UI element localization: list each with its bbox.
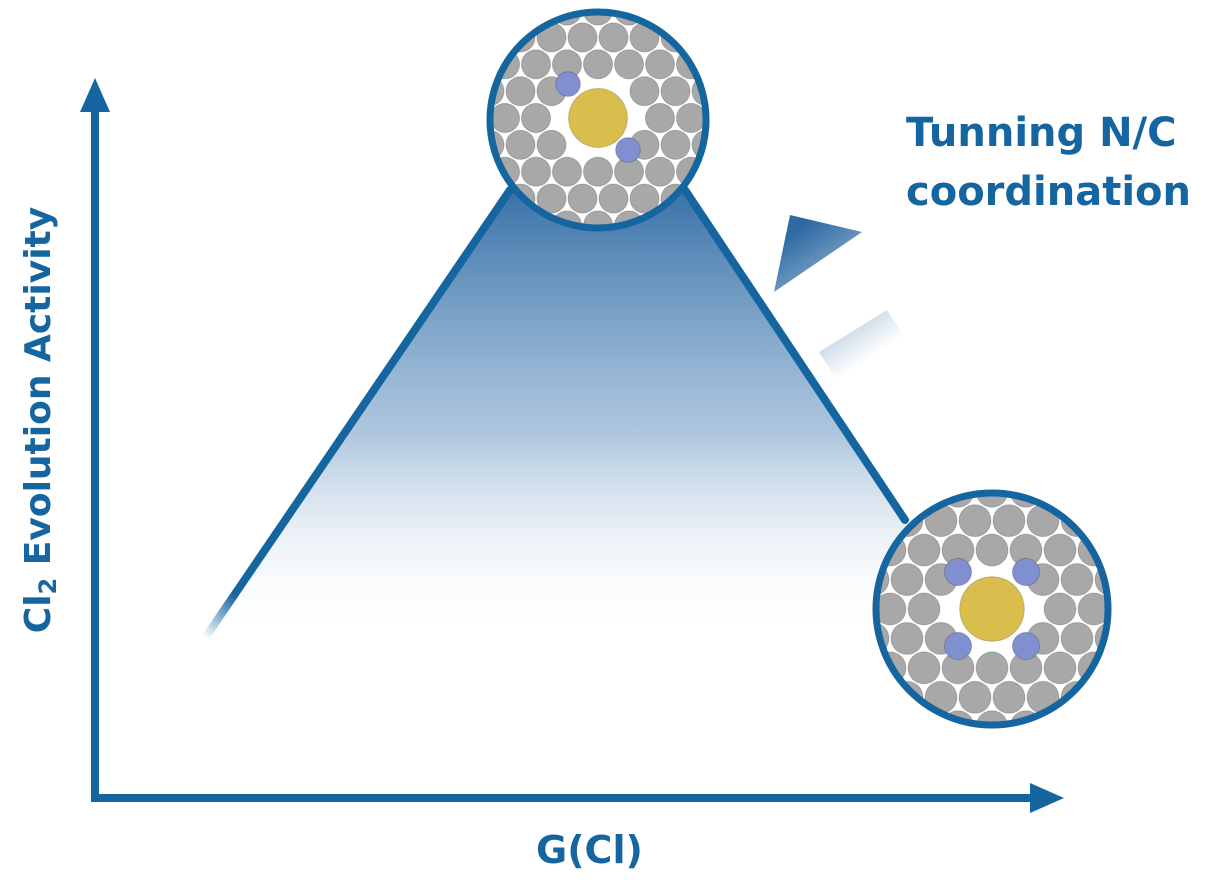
- y-axis-label: Cl2 Evolution Activity: [18, 206, 62, 634]
- carbon-atom: [567, 183, 598, 214]
- carbon-atom: [992, 504, 1026, 538]
- nitrogen-atom: [555, 71, 581, 97]
- carbon-atom: [876, 592, 907, 626]
- tuning-annotation: Tunning N/C coordination: [906, 104, 1191, 222]
- carbon-atom: [975, 493, 1009, 508]
- carbon-atom: [959, 446, 991, 478]
- carbon-atom: [490, 22, 505, 53]
- carbon-atom: [536, 129, 567, 160]
- carbon-atom: [536, 183, 567, 214]
- carbon-atom: [975, 533, 1009, 567]
- carbon-atom: [707, 157, 736, 186]
- carbon-atom: [551, 156, 583, 187]
- carbon-atom: [707, 50, 736, 79]
- tuning-arrow: [774, 215, 905, 380]
- carbon-atom: [958, 680, 992, 714]
- nitrogen-atom: [943, 631, 973, 661]
- tuning-annotation-line-1: Tunning N/C: [906, 110, 1177, 156]
- carbon-atom: [958, 504, 992, 538]
- carbon-atom: [660, 129, 691, 160]
- carbon-atom: [567, 22, 598, 53]
- nitrogen-atom: [943, 557, 973, 587]
- carbon-atom: [1043, 493, 1077, 508]
- carbon-atom: [993, 446, 1025, 478]
- carbon-atom: [505, 129, 536, 160]
- right-structure-inset: [840, 446, 1144, 772]
- carbon-atom: [907, 651, 941, 685]
- carbon-atom: [1112, 534, 1144, 566]
- volcano-right-branch: [681, 186, 909, 524]
- nitrogen-atom: [1011, 631, 1041, 661]
- x-axis-label: G(Cl): [536, 828, 643, 872]
- carbon-atom: [840, 652, 872, 684]
- carbon-atom: [1043, 710, 1077, 725]
- carbon-atom: [975, 651, 1009, 685]
- carbon-atom: [1060, 621, 1094, 655]
- carbon-atom: [907, 533, 941, 567]
- carbon-atom: [1043, 592, 1077, 626]
- volcano-fill: [205, 190, 905, 638]
- carbon-atom: [907, 592, 941, 626]
- carbon-atom: [520, 49, 552, 80]
- carbon-atom: [582, 49, 614, 80]
- metal-atom: [959, 576, 1025, 642]
- carbon-atom: [505, 76, 536, 107]
- carbon-atom: [1112, 593, 1144, 625]
- x-axis-arrowhead: [1030, 783, 1064, 813]
- carbon-atom: [975, 710, 1009, 725]
- carbon-atom: [675, 102, 706, 134]
- carbon-atom: [890, 621, 924, 655]
- x-axis: [91, 783, 1064, 813]
- carbon-atom: [644, 156, 676, 187]
- carbon-atom: [490, 102, 521, 134]
- carbon-atom: [629, 183, 660, 214]
- carbon-atom: [1043, 651, 1077, 685]
- metal-atom: [568, 88, 628, 148]
- carbon-atom: [993, 740, 1025, 772]
- carbon-atom: [1094, 504, 1108, 538]
- carbon-atom: [1043, 533, 1077, 567]
- carbon-atom: [691, 22, 706, 53]
- tuning-annotation-line-2: coordination: [906, 169, 1191, 216]
- y-axis-arrowhead: [80, 78, 110, 112]
- carbon-atom: [613, 49, 645, 80]
- carbon-atom: [582, 12, 614, 26]
- carbon-atom: [1077, 592, 1108, 626]
- carbon-atom: [644, 49, 676, 80]
- carbon-atom: [707, 103, 736, 132]
- volcano-left-branch: [201, 186, 514, 642]
- y-axis: [80, 78, 110, 802]
- carbon-atom: [520, 102, 552, 134]
- carbon-atom: [992, 680, 1026, 714]
- carbon-atom: [644, 102, 676, 134]
- carbon-atom: [598, 183, 629, 214]
- carbon-atom: [459, 157, 488, 186]
- carbon-atom: [629, 76, 660, 107]
- carbon-atom: [459, 50, 488, 79]
- carbon-atom: [876, 680, 890, 714]
- carbon-atom: [520, 156, 552, 187]
- carbon-atom: [1112, 652, 1144, 684]
- carbon-atom: [459, 103, 488, 132]
- carbon-atom: [1060, 563, 1094, 597]
- nitrogen-atom: [615, 137, 641, 163]
- carbon-atom: [959, 740, 991, 772]
- nitrogen-atom: [1011, 557, 1041, 587]
- carbon-atom: [907, 710, 941, 725]
- carbon-atom: [660, 76, 691, 107]
- carbon-atom: [598, 22, 629, 53]
- carbon-atom: [890, 563, 924, 597]
- carbon-atom: [907, 493, 941, 508]
- carbon-atom: [1094, 680, 1108, 714]
- carbon-atom: [582, 156, 614, 187]
